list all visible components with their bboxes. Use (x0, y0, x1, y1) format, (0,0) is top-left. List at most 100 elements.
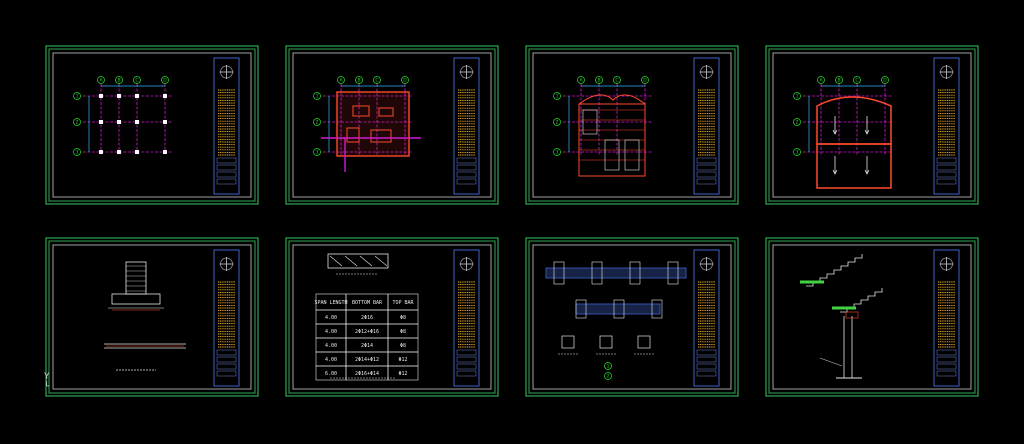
drawing-sheet-7[interactable]: 12 (525, 237, 739, 397)
drawing-sheet-5[interactable] (45, 237, 259, 397)
sheet-mid-frame (528, 48, 736, 202)
title-block-field (456, 164, 477, 171)
table-cell-text: Φ8 (400, 343, 406, 349)
grid-bubble-label: C (375, 78, 378, 84)
title-block (453, 57, 480, 195)
table-cell-text: 2Φ14 (361, 343, 373, 349)
legend-bubble (604, 372, 612, 380)
title-block-field (936, 349, 957, 356)
column-marker (163, 120, 167, 124)
title-block (933, 249, 960, 387)
title-block-field (936, 164, 957, 171)
title-block (693, 57, 720, 195)
title-block-field (696, 171, 717, 178)
sheet-outer-frame (765, 237, 979, 397)
grid-bubble (835, 76, 843, 84)
grid-bubble (793, 118, 801, 126)
grid-bubble (793, 148, 801, 156)
title-block-field (456, 349, 477, 356)
grid-bubble-label: A (579, 78, 583, 84)
sheet-inner-frame (292, 244, 492, 390)
column-stub (575, 299, 587, 319)
sheet-inner-frame (532, 244, 732, 390)
door-frame (604, 139, 620, 171)
sheet-outer-frame (45, 45, 259, 205)
grid-bubble (337, 76, 345, 84)
beam-diagonal (344, 255, 358, 267)
grid-bubble-label: 2 (76, 120, 79, 126)
grid-bubble (553, 92, 561, 100)
table-cell-text: 2Φ16+Φ14 (355, 371, 379, 377)
slope-arrow-head (832, 129, 838, 135)
grid-bubble-label: D (643, 78, 647, 84)
door-frame (624, 139, 640, 171)
grid-bubble-label: 2 (556, 120, 559, 126)
grid-bubble-label: 3 (556, 150, 559, 156)
title-block-field (936, 171, 957, 178)
title-block-field (216, 178, 237, 185)
column-marker (163, 150, 167, 154)
roof-lower (816, 143, 892, 189)
title-block (933, 57, 960, 195)
table-cell-text: Φ8 (400, 315, 406, 321)
sheet-mid-frame (48, 240, 256, 394)
grid-bubble (881, 76, 889, 84)
sheet-mid-frame (528, 240, 736, 394)
column-marker (163, 94, 167, 98)
title-block-field (456, 178, 477, 185)
sheet-outer-frame (45, 237, 259, 397)
sheet-outer-frame (285, 45, 499, 205)
ucs-axis-label: Y (44, 372, 50, 382)
grid-bubble-label: 1 (316, 94, 319, 100)
column-marker (135, 120, 139, 124)
beam-cross-section (561, 335, 575, 349)
table-cell-text: 4.00 (325, 357, 337, 363)
title-block (693, 249, 720, 387)
sheet-inner-frame (292, 52, 492, 198)
title-block-field (456, 363, 477, 370)
grid-bubble-label: B (117, 78, 120, 84)
grid-bubble-label: 3 (76, 150, 79, 156)
drawing-sheet-8[interactable] (765, 237, 979, 397)
column-section (125, 261, 147, 295)
title-block-field (696, 370, 717, 377)
title-block-field (696, 356, 717, 363)
sheet-mid-frame (768, 48, 976, 202)
legend-bubble-label: 2 (607, 374, 610, 380)
grid-bubble (577, 76, 585, 84)
sheet-outer-frame (525, 237, 739, 397)
slope-arrow-head (864, 129, 870, 135)
column-marker (135, 150, 139, 154)
grid-bubble-label: 3 (316, 150, 319, 156)
grid-bubble (313, 118, 321, 126)
grid-bubble (373, 76, 381, 84)
column-marker (99, 150, 103, 154)
title-block-border (933, 249, 960, 387)
slab-outline (336, 91, 410, 157)
title-block-field (216, 171, 237, 178)
beam-elevation (545, 267, 687, 279)
footing-pad (378, 107, 394, 117)
title-block-border (933, 57, 960, 195)
sheet-outer-frame (285, 237, 499, 397)
roof-curve (578, 94, 646, 105)
title-block-field (456, 157, 477, 164)
grid-bubble-label: C (855, 78, 858, 84)
column-marker (117, 120, 121, 124)
column-marker (117, 94, 121, 98)
landing-beam (845, 311, 859, 319)
title-block-field (216, 370, 237, 377)
sheet-content (800, 254, 883, 379)
sheet-outer-frame (765, 45, 979, 205)
grid-bubble (313, 92, 321, 100)
beam-cross-section (599, 335, 613, 349)
grid-bubble (793, 92, 801, 100)
column-stub (651, 299, 663, 319)
table-cell (387, 365, 419, 381)
